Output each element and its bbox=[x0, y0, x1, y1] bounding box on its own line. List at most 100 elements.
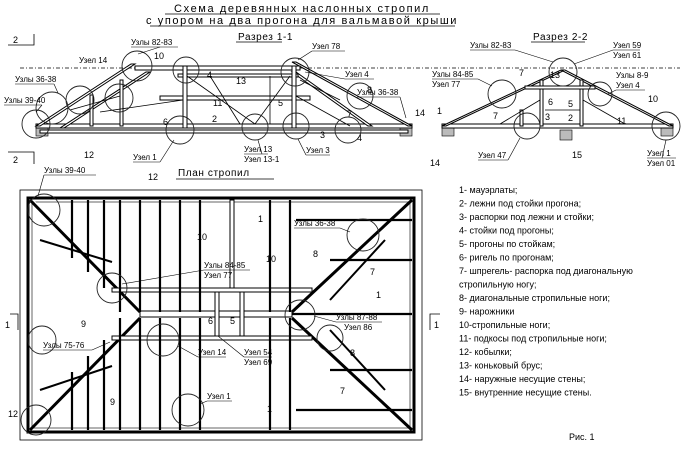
member-number: 6 bbox=[548, 97, 553, 107]
label-uzel-3: Узел 3 bbox=[306, 146, 330, 155]
legend-item: 6- ригель по прогонам; bbox=[459, 253, 554, 263]
label-uzel-61: Узел 61 bbox=[613, 51, 642, 60]
label-uzly-36-38-right: Узлы 36-38 bbox=[357, 88, 399, 97]
label-uzly-39-40: Узлы 39-40 bbox=[4, 96, 46, 105]
cut-mark-1-right: 1 bbox=[434, 320, 439, 330]
label-plan-uzly-36-38: Узлы 36-38 bbox=[294, 219, 336, 228]
legend-item: 10-стропильные ноги; bbox=[459, 320, 550, 330]
member-number: 13 bbox=[550, 70, 560, 80]
label-plan-uzly-39-40: Узлы 39-40 bbox=[44, 166, 86, 175]
member-number: 10 bbox=[648, 94, 658, 104]
member-number: 1 bbox=[376, 290, 381, 300]
section-2-2-title: Разрез 2-2 bbox=[533, 32, 588, 43]
label-uzel-47: Узел 47 bbox=[478, 151, 507, 160]
label-plan-uzel-69: Узел 69 bbox=[244, 358, 273, 367]
cut-mark-2-bottom: 2 bbox=[13, 155, 18, 165]
member-number: 10 bbox=[266, 254, 276, 264]
label-plan-uzel-86: Узел 86 bbox=[344, 323, 373, 332]
label-s2-uzel-77: Узел 77 bbox=[432, 80, 461, 89]
label-uzel-13-1: Узел 13-1 bbox=[244, 155, 280, 164]
member-number: 1 bbox=[258, 214, 263, 224]
member-number: 5 bbox=[278, 98, 283, 108]
member-number: 11 bbox=[213, 98, 222, 108]
member-number: 1 bbox=[267, 404, 272, 414]
member-number: 3 bbox=[545, 112, 550, 122]
member-number: 4 bbox=[357, 133, 362, 143]
inner-wall-s2 bbox=[559, 129, 573, 141]
label-plan-uzel-1: Узел 1 bbox=[207, 392, 231, 401]
member-number: 12 bbox=[84, 150, 94, 160]
figure-caption: Рис. 1 bbox=[569, 432, 595, 442]
label-plan-uzly-75-76: Узлы 75-76 bbox=[43, 341, 85, 350]
drawing-title: Схема деревянных наслонных стропил bbox=[174, 3, 430, 15]
cut-mark-2-top: 2 bbox=[13, 35, 18, 45]
label-plan-uzly-84-85: Узлы 84-85 bbox=[204, 261, 246, 270]
member-number: 14 bbox=[430, 158, 440, 168]
member-number: 6 bbox=[163, 117, 168, 127]
member-number: 10 bbox=[197, 232, 207, 242]
member-number: 8 bbox=[313, 249, 318, 259]
legend-item: 3- распорки под лежни и стойки; bbox=[459, 212, 594, 222]
member-number: 10 bbox=[154, 51, 164, 61]
member-number: 12 bbox=[8, 409, 18, 419]
legend-item: стропильную ногу; bbox=[459, 280, 536, 290]
member-number: 7 bbox=[340, 386, 345, 396]
member-number: 11 bbox=[617, 116, 626, 126]
legend-item: 11- подкосы под стропильные ноги; bbox=[459, 334, 607, 344]
member-number: 4 bbox=[207, 70, 212, 80]
legend-item: 7- шпрегель- распорка под диагональную bbox=[459, 266, 633, 276]
member-number: 7 bbox=[493, 111, 498, 121]
member-number: 13 bbox=[236, 76, 246, 86]
label-plan-uzel-77: Узел 77 bbox=[204, 271, 233, 280]
label-s2-uzel-1: Узел 1 bbox=[647, 149, 671, 158]
member-number: 9 bbox=[110, 397, 115, 407]
label-s2-uzly-82-83: Узлы 82-83 bbox=[470, 41, 512, 50]
label-s2-uzel-4: Узел 4 bbox=[616, 81, 640, 90]
label-s2-uzly-84-85: Узлы 84-85 bbox=[432, 70, 474, 79]
label-uzel-14: Узел 14 bbox=[79, 56, 108, 65]
member-number: 7 bbox=[370, 267, 375, 277]
member-number: 2 bbox=[212, 114, 217, 124]
label-uzly-8-9: Узлы 8-9 bbox=[616, 71, 649, 80]
legend-item: 8- диагональные стропильные ноги; bbox=[459, 293, 610, 303]
member-number: 5 bbox=[568, 99, 573, 109]
label-uzel-13: Узел 13 bbox=[244, 145, 273, 154]
legend-item: 2- лежни под стойки прогона; bbox=[459, 199, 581, 209]
label-uzly-36-38-left: Узлы 36-38 bbox=[15, 75, 57, 84]
member-number: 9 bbox=[81, 319, 86, 329]
label-uzel-78: Узел 78 bbox=[312, 42, 341, 51]
legend-item: 4- стойки под прогоны; bbox=[459, 226, 554, 236]
legend-item: 9- нарожники bbox=[459, 307, 514, 317]
label-uzel-4: Узел 4 bbox=[345, 70, 369, 79]
label-plan-uzel-14: Узел 14 bbox=[198, 348, 227, 357]
plan-title: План стропил bbox=[178, 168, 250, 179]
member-number: 2 bbox=[568, 113, 573, 123]
member-number: 8 bbox=[367, 85, 372, 95]
member-number: 1 bbox=[437, 106, 442, 116]
legend: 1- мауэрлаты;2- лежни под стойки прогона… bbox=[459, 185, 633, 398]
member-number: 7 bbox=[347, 109, 352, 119]
label-uzel-1: Узел 1 bbox=[133, 153, 157, 162]
legend-item: 15- внутренние несущие стены. bbox=[459, 388, 592, 398]
label-uzel-59: Узел 59 bbox=[613, 41, 642, 50]
label-plan-uzly-87-88: Узлы 87-88 bbox=[336, 313, 378, 322]
member-number: 3 bbox=[320, 130, 325, 140]
legend-item: 12- кобылки; bbox=[459, 347, 512, 357]
member-number: 7 bbox=[519, 68, 524, 78]
section-1-1: Разрез 1-1 2 2 bbox=[4, 32, 680, 165]
legend-item: 5- прогоны по стойкам; bbox=[459, 239, 555, 249]
rafter-plan: План стропил 1 1 bbox=[5, 166, 440, 441]
member-number: 5 bbox=[230, 316, 235, 326]
label-plan-uzel-54: Узел 54 bbox=[244, 348, 273, 357]
legend-item: 13- коньковый брус; bbox=[459, 361, 543, 371]
section-2-2: Разрез 2-2 Узлы 82-83 Узел 59 Узел 61 Уз… bbox=[430, 32, 681, 168]
member-number: 8 bbox=[350, 348, 355, 358]
member-number: 12 bbox=[148, 172, 158, 182]
label-uzly-82-83: Узлы 82-83 bbox=[131, 38, 173, 47]
member-number: 14 bbox=[415, 108, 425, 118]
drawing-subtitle: с упором на два прогона для вальмавой кр… bbox=[146, 15, 458, 27]
section-1-1-title: Разрез 1-1 bbox=[238, 32, 293, 43]
legend-item: 14- наружные несущие стены; bbox=[459, 374, 585, 384]
member-number: 15 bbox=[572, 150, 582, 160]
